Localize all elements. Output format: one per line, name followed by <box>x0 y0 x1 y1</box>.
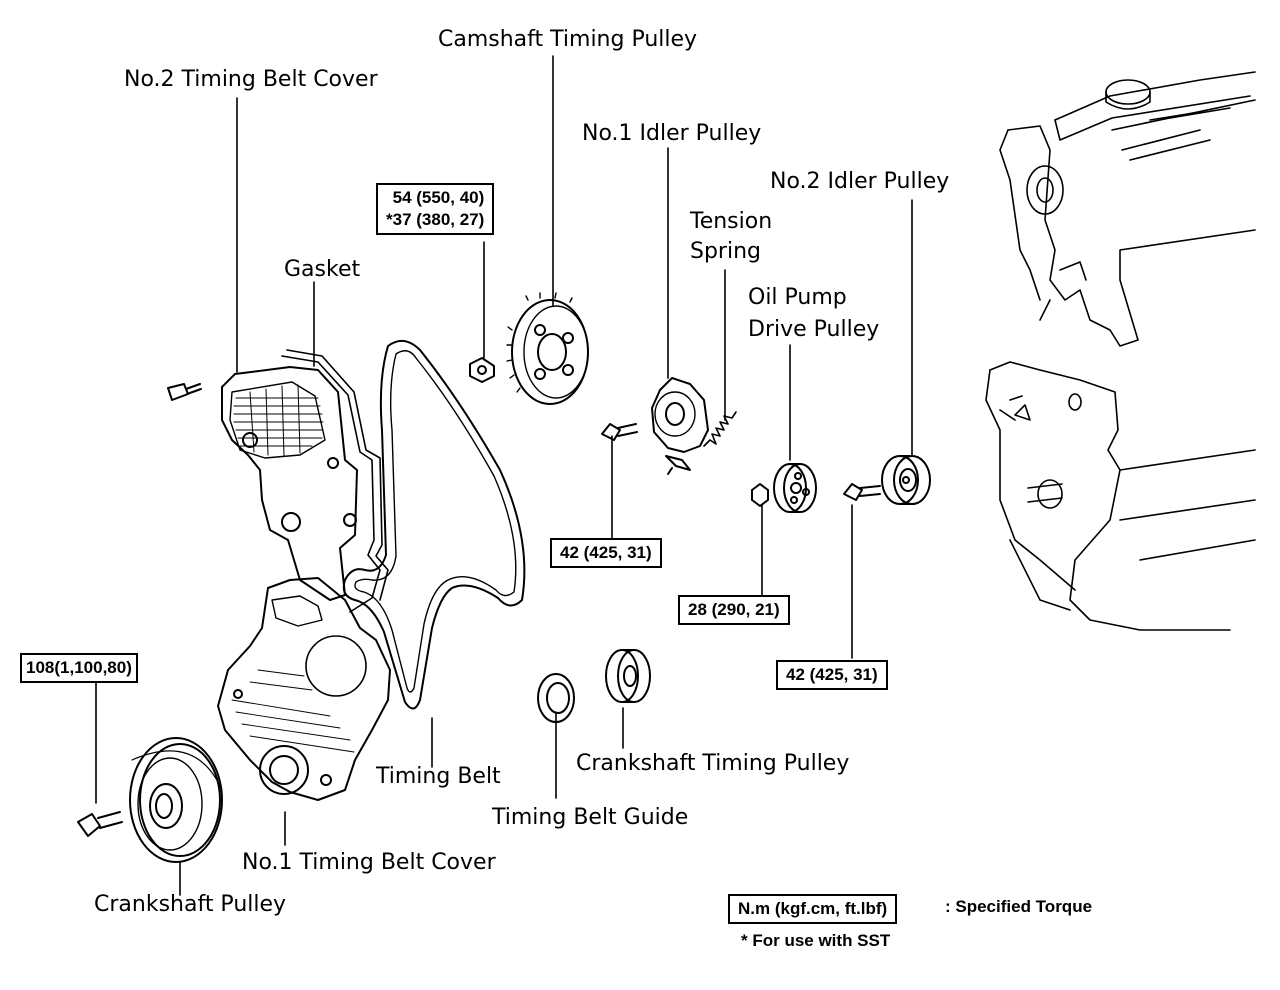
label-no1-idler-pulley: No.1 Idler Pulley <box>582 121 762 146</box>
cover-bolt-drawing <box>167 383 202 401</box>
no2-idler-pulley-drawing <box>881 455 931 505</box>
label-oil-pump-line2: Drive Pulley <box>748 317 880 342</box>
label-crankshaft-pulley: Crankshaft Pulley <box>94 892 287 917</box>
timing-belt-guide-drawing <box>537 673 575 723</box>
idler2-bolt-drawing <box>843 483 881 501</box>
legend-unit-description: : Specified Torque <box>945 897 1093 916</box>
label-timing-belt-guide: Timing Belt Guide <box>492 805 689 830</box>
tension-spring-drawing <box>703 411 737 447</box>
label-no1-timing-belt-cover: No.1 Timing Belt Cover <box>242 850 496 875</box>
idler1-bolt-drawing <box>601 423 638 441</box>
crankshaft-pulley-drawing <box>129 737 223 863</box>
label-oil-pump-line1: Oil Pump <box>748 285 847 310</box>
oil-pump-nut-drawing <box>751 483 769 507</box>
torque-idler2-bolt: 42 (425, 31) <box>776 660 888 690</box>
crankshaft-bolt-drawing <box>77 811 123 837</box>
legend-sst-note: * For use with SST <box>741 931 891 950</box>
legend-unit-box: N.m (kgf.cm, ft.lbf) <box>728 894 898 924</box>
torque-camshaft-bolt: 54 (550, 40) *37 (380, 27) <box>376 183 495 235</box>
torque-camshaft-bolt-line1: 54 (550, 40) <box>392 188 485 207</box>
camshaft-timing-pulley-drawing <box>506 292 589 405</box>
leader-lines <box>95 55 913 896</box>
crankshaft-timing-pulley-drawing <box>605 649 651 703</box>
timing-belt-drawing <box>342 339 526 710</box>
label-crankshaft-timing-pulley: Crankshaft Timing Pulley <box>576 751 850 776</box>
label-no2-idler-pulley: No.2 Idler Pulley <box>770 169 950 194</box>
no2-timing-belt-cover-drawing <box>221 349 389 613</box>
label-timing-belt: Timing Belt <box>376 764 501 789</box>
label-tension-spring-line2: Spring <box>690 239 761 264</box>
camshaft-bolt-drawing <box>469 357 495 383</box>
no1-timing-belt-cover-drawing <box>217 577 391 801</box>
label-camshaft-timing-pulley: Camshaft Timing Pulley <box>438 27 698 52</box>
label-no2-timing-belt-cover: No.2 Timing Belt Cover <box>124 67 378 92</box>
torque-oil-pump-nut: 28 (290, 21) <box>678 595 790 625</box>
label-gasket: Gasket <box>284 257 361 282</box>
torque-camshaft-bolt-line2: *37 (380, 27) <box>386 210 485 229</box>
engine-block-drawing <box>985 71 1256 631</box>
torque-idler1-bolt: 42 (425, 31) <box>550 538 662 568</box>
label-tension-spring-line1: Tension <box>690 209 773 234</box>
oil-pump-drive-pulley-drawing <box>773 463 817 513</box>
no1-idler-pulley-drawing <box>651 377 709 475</box>
torque-crankshaft-bolt: 108(1,100,80) <box>20 653 138 683</box>
